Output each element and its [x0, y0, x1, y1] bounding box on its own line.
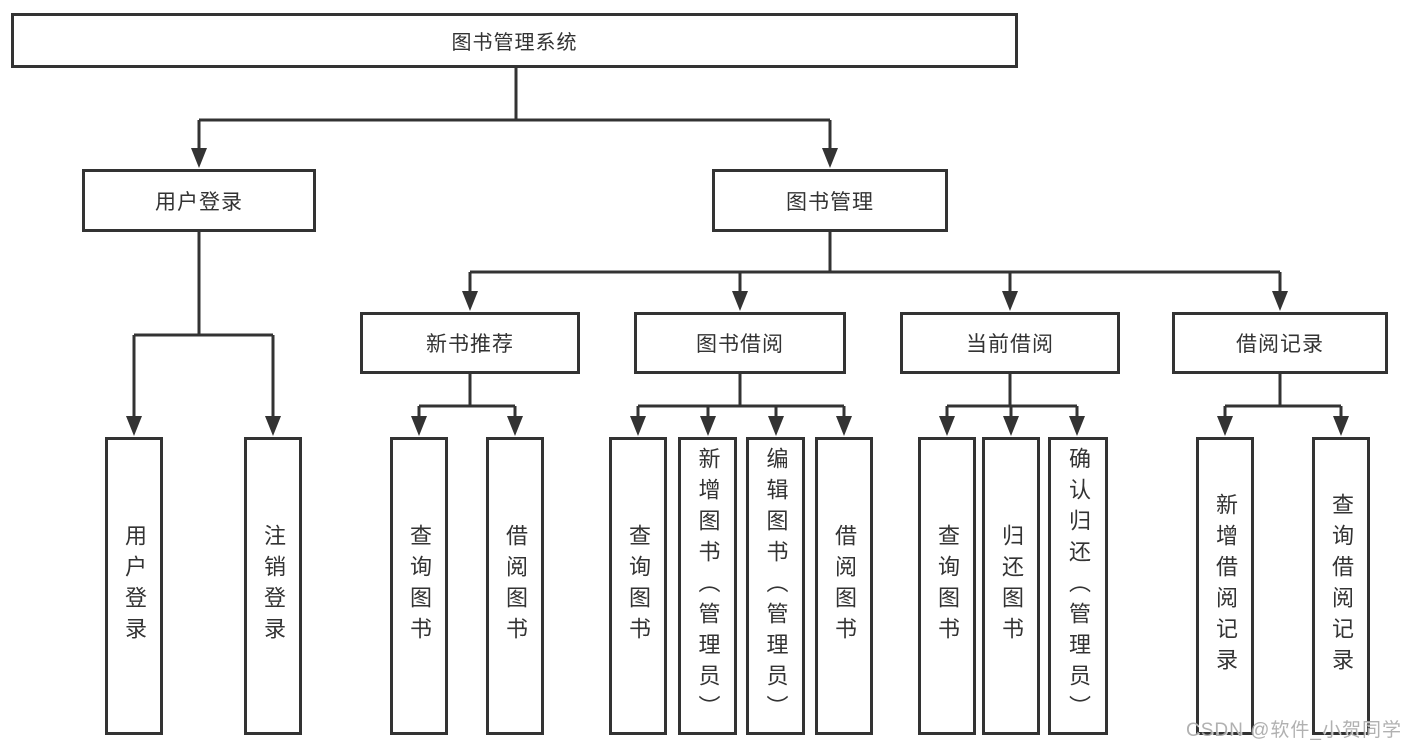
- leaf-label: 借阅图书: [832, 524, 857, 648]
- node-book-management: 图书管理: [712, 169, 948, 232]
- leaf-borrow-add-books-admin: 新增图书（管理员）: [678, 437, 737, 735]
- node-user-login: 用户登录: [82, 169, 316, 232]
- leaf-records-query-record: 查询借阅记录: [1312, 437, 1370, 735]
- leaf-label: 确认归还（管理员）: [1066, 446, 1091, 726]
- leaf-current-confirm-return-admin: 确认归还（管理员）: [1048, 437, 1108, 735]
- leaf-label: 新增借阅记录: [1213, 493, 1238, 679]
- leaf-label: 查询借阅记录: [1329, 493, 1354, 679]
- leaf-recommend-borrow-books: 借阅图书: [486, 437, 544, 735]
- leaf-records-add-record: 新增借阅记录: [1196, 437, 1254, 735]
- leaf-current-return-books: 归还图书: [982, 437, 1040, 735]
- leaf-label: 查询图书: [626, 524, 651, 648]
- leaf-label: 借阅图书: [503, 524, 528, 648]
- node-book-borrow: 图书借阅: [634, 312, 846, 374]
- leaf-borrow-query-books: 查询图书: [609, 437, 667, 735]
- leaf-user-login: 用户登录: [105, 437, 163, 735]
- leaf-recommend-query-books: 查询图书: [390, 437, 448, 735]
- leaf-label: 查询图书: [407, 524, 432, 648]
- leaf-logout: 注销登录: [244, 437, 302, 735]
- leaf-label: 编辑图书（管理员）: [763, 446, 789, 726]
- leaf-borrow-edit-books-admin: 编辑图书（管理员）: [746, 437, 805, 735]
- node-new-book-recommend: 新书推荐: [360, 312, 580, 374]
- leaf-label: 注销登录: [261, 524, 286, 648]
- node-library-system: 图书管理系统: [11, 13, 1018, 68]
- node-borrow-records: 借阅记录: [1172, 312, 1388, 374]
- arrowhead-icons: [126, 148, 1349, 436]
- leaf-label: 归还图书: [999, 524, 1024, 648]
- leaf-label: 用户登录: [122, 524, 147, 648]
- csdn-watermark: CSDN @软件_小贺同学: [1186, 720, 1402, 741]
- leaf-label: 查询图书: [935, 524, 960, 648]
- leaf-borrow-borrow-books: 借阅图书: [815, 437, 873, 735]
- node-current-borrow: 当前借阅: [900, 312, 1120, 374]
- leaf-label: 新增图书（管理员）: [695, 446, 721, 726]
- leaf-current-query-books: 查询图书: [918, 437, 976, 735]
